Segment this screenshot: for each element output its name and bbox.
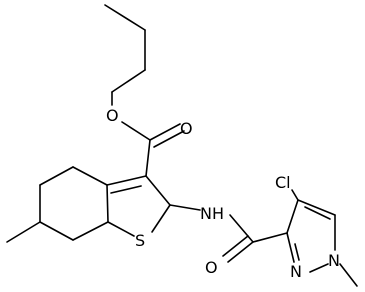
atom-label-group: O O S NH Cl N N O <box>106 106 340 281</box>
pyrazole-n1-label: N <box>328 251 340 270</box>
bond <box>227 241 254 263</box>
amide-nh-label: NH <box>200 204 224 223</box>
bond <box>169 204 201 211</box>
bond <box>151 204 171 233</box>
bond <box>339 263 358 287</box>
bond <box>111 69 146 93</box>
bond <box>104 4 146 31</box>
bond <box>297 199 336 216</box>
bond <box>229 214 254 243</box>
bond-group <box>6 4 358 287</box>
chlorine-label: Cl <box>275 173 291 192</box>
bond <box>286 232 295 263</box>
bond <box>106 184 109 223</box>
bond <box>107 221 135 237</box>
bond <box>304 206 331 220</box>
bond <box>291 189 299 201</box>
bond <box>145 139 151 177</box>
ester-carbonyl-oxygen-label: O <box>180 119 193 138</box>
bond <box>294 243 300 261</box>
sulfur-label: S <box>135 231 145 250</box>
bond <box>39 221 74 241</box>
bond <box>106 175 147 186</box>
bond <box>222 235 249 257</box>
bond <box>72 221 109 241</box>
bond <box>110 185 142 194</box>
bond <box>153 130 185 148</box>
bond <box>6 221 41 243</box>
pyrazole-n2-label: N <box>290 262 302 281</box>
bond <box>145 175 171 206</box>
bond <box>309 263 329 273</box>
bond <box>252 232 288 243</box>
ester-oxygen-label: O <box>106 106 119 125</box>
bond <box>39 166 74 186</box>
bond <box>72 166 108 186</box>
bond <box>286 199 299 234</box>
bond <box>149 123 181 141</box>
bond <box>121 121 151 141</box>
amide-oxygen-label: O <box>205 258 218 277</box>
